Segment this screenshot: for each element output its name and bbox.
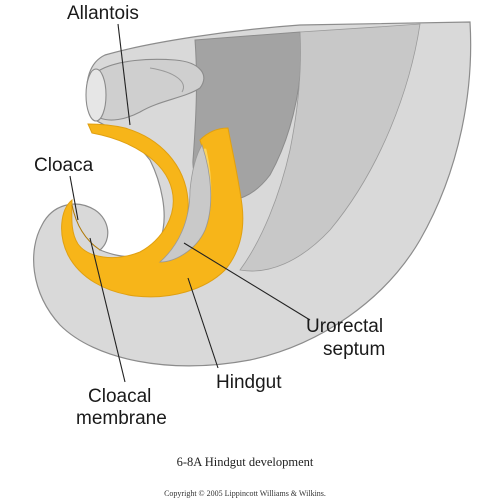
label-cloacal-line2: membrane (76, 408, 167, 429)
copyright-notice: Copyright © 2005 Lippincott Williams & W… (164, 489, 326, 498)
label-hindgut: Hindgut (216, 372, 282, 393)
label-cloaca: Cloaca (34, 155, 94, 176)
label-urorectal-line1: Urorectal (306, 316, 383, 337)
label-cloacal-line1: Cloacal (88, 386, 151, 407)
allantois-opening (86, 69, 106, 121)
figure-caption: 6-8A Hindgut development (177, 455, 314, 469)
label-allantois: Allantois (67, 3, 139, 24)
label-urorectal-line2: septum (323, 339, 385, 360)
